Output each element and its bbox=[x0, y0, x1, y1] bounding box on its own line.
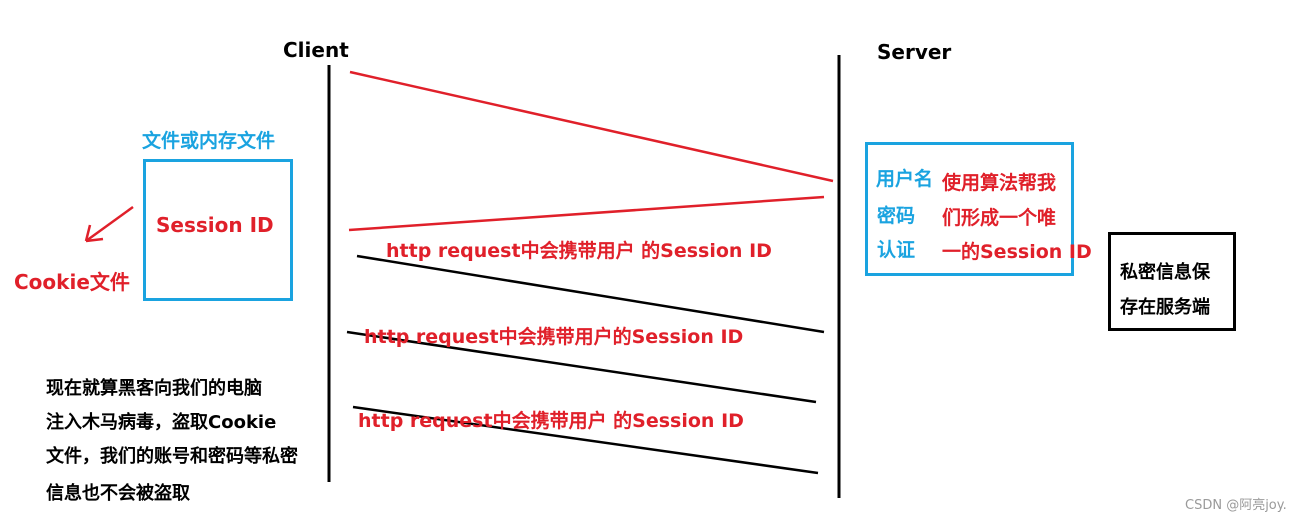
server-label: Server bbox=[877, 40, 952, 64]
server-password-label: 密码 bbox=[877, 205, 916, 227]
watermark: CSDN @阿亮joy. bbox=[1185, 498, 1287, 513]
private-line-1: 私密信息保 bbox=[1120, 262, 1210, 283]
server-username-label: 用户名 bbox=[876, 168, 934, 190]
request-arrow-1 bbox=[356, 254, 825, 334]
request-label-3: http request中会携带用户 的Session ID bbox=[358, 410, 744, 432]
algo-line-1: 使用算法帮我 bbox=[942, 172, 1057, 194]
request-label-2: http request中会携带用户的Session ID bbox=[364, 326, 744, 348]
algo-line-2: 们形成一个唯 bbox=[942, 207, 1057, 229]
algo-line-3: 一的Session ID bbox=[942, 241, 1092, 263]
server-auth-label: 认证 bbox=[877, 239, 916, 261]
login-request-arrow bbox=[349, 70, 834, 183]
hacker-note-line-1: 现在就算黑客向我们的电脑 bbox=[46, 378, 262, 399]
session-response-arrow bbox=[348, 195, 825, 232]
session-id-box bbox=[143, 159, 293, 301]
client-label: Client bbox=[283, 38, 349, 62]
hacker-note-line-2: 注入木马病毒，盗取Cookie bbox=[46, 412, 277, 433]
server-auth-box bbox=[865, 142, 1074, 276]
request-arrow-3 bbox=[352, 405, 819, 475]
request-label-1: http request中会携带用户 的Session ID bbox=[386, 240, 772, 262]
hacker-note-line-3: 文件，我们的账号和密码等私密 bbox=[46, 446, 298, 467]
cookie-arrow bbox=[84, 205, 134, 243]
cookie-file-label: Cookie文件 bbox=[14, 270, 130, 294]
session-id-label: Session ID bbox=[156, 213, 274, 237]
private-info-box bbox=[1108, 232, 1236, 331]
hacker-note-line-4: 信息也不会被盗取 bbox=[46, 483, 190, 504]
private-line-2: 存在服务端 bbox=[1120, 297, 1210, 318]
storage-label: 文件或内存文件 bbox=[142, 130, 276, 152]
request-arrow-2 bbox=[346, 330, 817, 404]
